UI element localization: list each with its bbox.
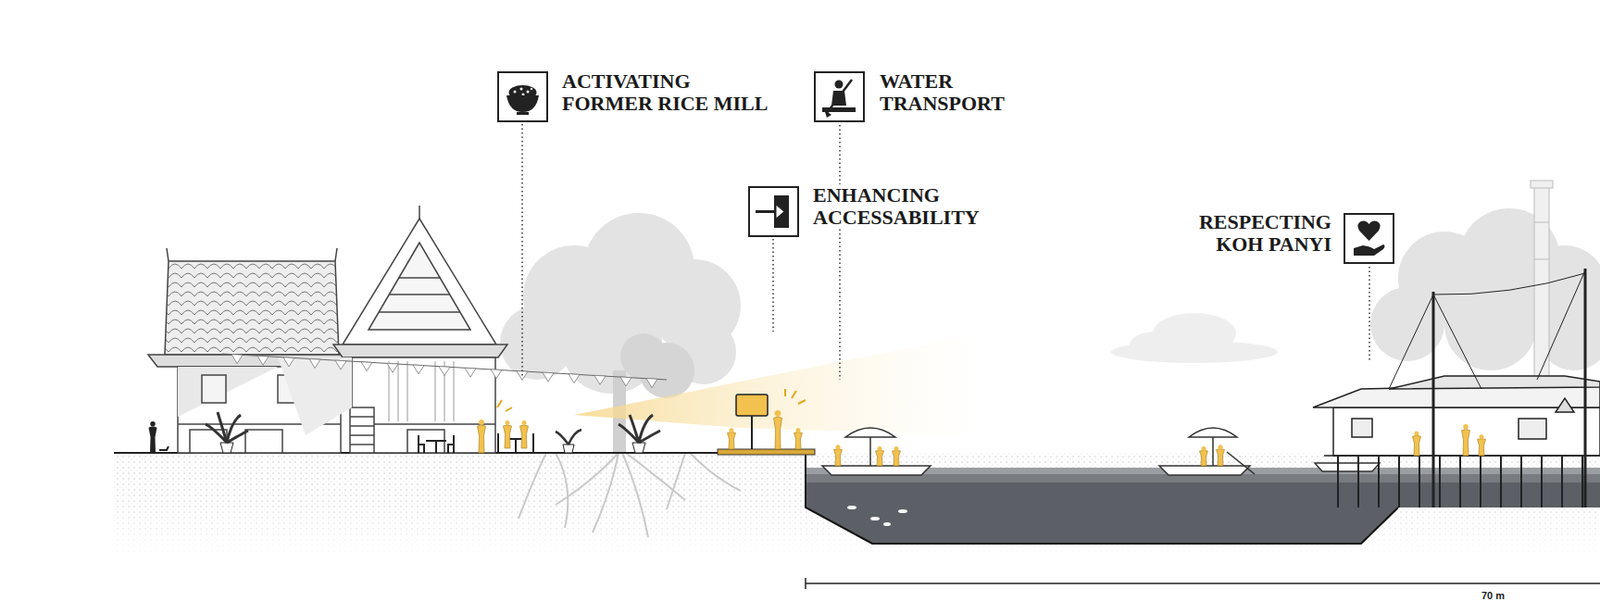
person-figure	[520, 425, 529, 449]
person-head	[1201, 446, 1207, 451]
person-head	[478, 419, 485, 425]
bunting-flag	[361, 362, 373, 372]
callout-label: RESPECTING KOH PANYI	[1187, 211, 1334, 256]
bunting-flag	[568, 374, 580, 384]
person-head	[505, 420, 511, 425]
person-head	[729, 427, 735, 433]
person-figure	[1462, 429, 1471, 456]
scale-bar	[805, 577, 1600, 589]
icon-heart-hand	[1344, 213, 1394, 263]
person-figure	[1216, 449, 1225, 466]
person-head	[796, 427, 801, 433]
stilt	[1398, 455, 1400, 508]
callout-label: ENHANCING ACCESSABILITY	[811, 184, 999, 229]
bunting-flag	[646, 378, 658, 388]
canal-water	[805, 452, 1600, 544]
boats	[822, 427, 1380, 475]
person-figure	[1200, 450, 1209, 466]
person-head	[1414, 431, 1420, 437]
potted-plants	[205, 412, 661, 453]
stilt-houses	[1312, 268, 1600, 508]
tree-roots	[518, 452, 741, 538]
callout-label: ACTIVATING FORMER RICE MILL	[560, 70, 780, 115]
person-figure	[149, 426, 158, 453]
person-figure	[774, 416, 783, 450]
person-figure	[1477, 438, 1487, 456]
bunting-flag	[257, 355, 269, 365]
person-head	[894, 446, 900, 451]
bunting-flag	[490, 369, 502, 379]
icon-rice-bowl	[498, 72, 548, 122]
bunting-flag	[387, 362, 399, 373]
stilt	[1540, 455, 1543, 508]
bunting-flag	[594, 375, 606, 385]
bunting-flag	[620, 376, 632, 387]
bunting-flag	[283, 357, 295, 367]
person-head	[1462, 424, 1468, 429]
icon-door	[749, 187, 799, 237]
furniture	[418, 433, 534, 453]
person-figure	[727, 432, 737, 450]
stilt	[1337, 455, 1339, 508]
dog-leash	[159, 446, 169, 450]
stilt	[1418, 455, 1421, 508]
bunting-flag	[464, 367, 476, 377]
person-figure	[477, 425, 487, 453]
person-head	[1479, 434, 1485, 439]
stilt	[1561, 455, 1563, 508]
stilt	[1520, 455, 1523, 508]
bunting-flag	[309, 358, 321, 368]
scale-dimension: 70 m	[1479, 589, 1507, 601]
bunting-flag	[542, 372, 554, 382]
person-figure	[875, 450, 885, 466]
person-figure	[834, 449, 843, 466]
callout-label: WATER TRANSPORT	[877, 70, 1025, 115]
person-figure	[503, 425, 513, 449]
person-head	[775, 410, 782, 417]
icon-paddle	[814, 72, 864, 122]
person-figure	[892, 450, 901, 466]
leader-lines	[522, 124, 1370, 380]
stilt	[1581, 455, 1584, 508]
person-head	[150, 421, 155, 426]
person-figure	[1412, 435, 1422, 456]
pier-sign	[497, 388, 815, 455]
people	[149, 410, 1487, 466]
stilt	[1459, 455, 1462, 508]
stilt	[1500, 455, 1502, 508]
person-figure	[794, 432, 803, 450]
stilt	[1377, 455, 1380, 508]
person-head	[836, 444, 841, 450]
person-head	[1218, 444, 1224, 450]
person-head	[522, 420, 527, 425]
stilt	[1357, 455, 1360, 508]
bunting-flag	[231, 354, 243, 364]
bunting-flags	[231, 354, 658, 388]
rice-mill	[148, 205, 508, 453]
stilt	[1438, 455, 1441, 508]
bunting-flag	[412, 364, 425, 375]
stilt	[1479, 455, 1482, 508]
bunting-flag	[438, 366, 450, 376]
person-head	[877, 446, 883, 451]
bunting-flag	[335, 360, 347, 370]
